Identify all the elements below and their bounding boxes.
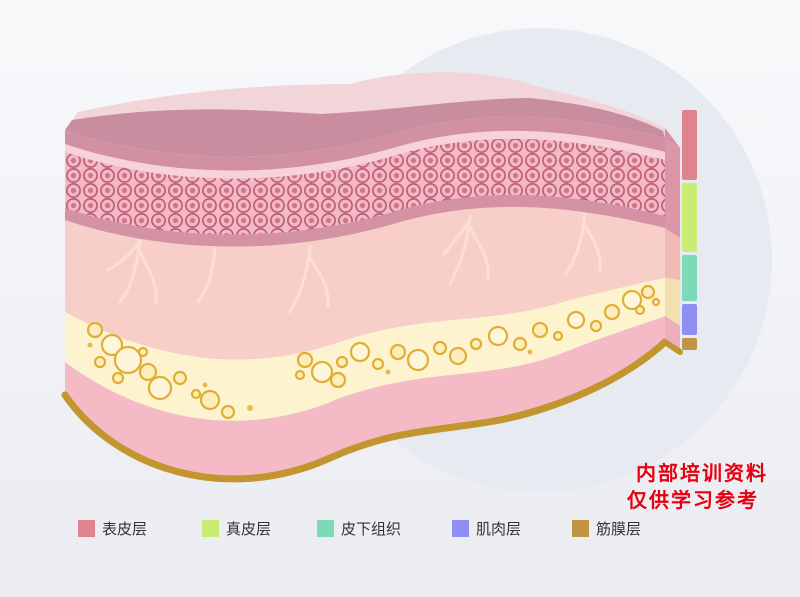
watermark-line-1: 内部培训资料: [636, 463, 768, 485]
skin-top-surface: [65, 72, 665, 157]
dermis-layer: [65, 206, 665, 360]
legend-swatch-dermis: [202, 519, 219, 537]
scale-segment-muscle: [682, 304, 697, 335]
scale-segment-epidermis: [682, 110, 697, 180]
fat-cells: [86, 284, 661, 420]
fat-dots: [87, 342, 533, 411]
watermark-line-2: 仅供学习参考: [627, 490, 759, 512]
legend-item-subcutaneous: 皮下组织: [317, 519, 402, 538]
legend-swatch-subcutaneous: [317, 519, 334, 537]
legend-label-epidermis: 表皮层: [102, 520, 148, 538]
legend-item-epidermis: 表皮层: [78, 519, 148, 538]
scale-segment-dermis: [682, 183, 697, 252]
legend-label-subcutaneous: 皮下组织: [341, 520, 402, 538]
muscle-layer: [65, 316, 665, 479]
legend-swatch-muscle: [452, 519, 469, 537]
legend-swatch-fascia: [572, 519, 589, 537]
legend-label-dermis: 真皮层: [226, 520, 272, 538]
subcutaneous-fat-layer: [65, 278, 665, 421]
cell-rows: [65, 138, 665, 235]
layer-scale-bar: [682, 110, 697, 350]
legend-label-muscle: 肌肉层: [476, 520, 522, 538]
legend-item-dermis: 真皮层: [202, 519, 272, 538]
dermis-vessels: [106, 212, 602, 314]
scale-segment-subcutaneous: [682, 255, 697, 301]
legend-swatch-epidermis: [78, 519, 95, 537]
legend-item-muscle: 肌肉层: [452, 519, 522, 538]
scale-segment-fascia: [682, 338, 697, 350]
epidermis-layer: [65, 116, 665, 247]
stratum-corneum-band: [65, 116, 665, 171]
fascia-line: [61, 338, 669, 483]
block-side-face: [662, 128, 683, 355]
legend-label-fascia: 筋膜层: [596, 520, 642, 538]
legend-item-fascia: 筋膜层: [572, 519, 642, 538]
